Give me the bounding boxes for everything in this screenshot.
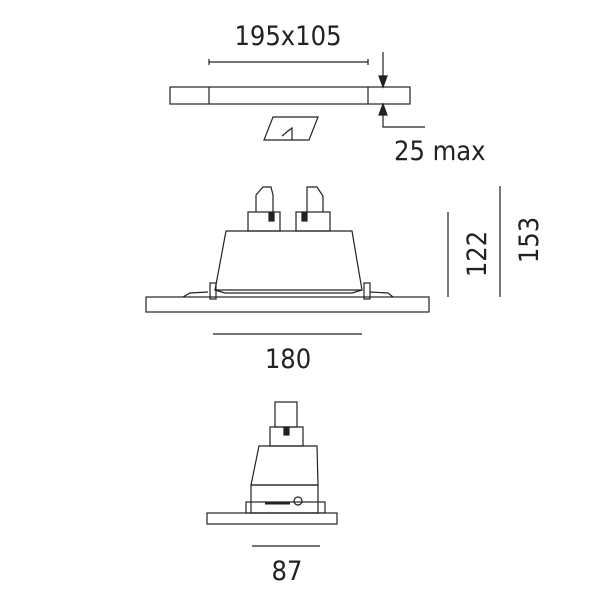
connector-box-left xyxy=(247,211,281,232)
label-153: 153 xyxy=(514,217,545,263)
front-body xyxy=(250,445,319,486)
mounting-symbol-icon xyxy=(263,116,319,141)
connector-box-right xyxy=(295,211,331,232)
side-body xyxy=(214,230,363,291)
label-25-max: 25 max xyxy=(394,136,486,167)
top-view xyxy=(169,52,425,141)
top-plate xyxy=(169,86,411,105)
side-view xyxy=(145,186,501,335)
front-components xyxy=(250,484,319,514)
side-plate xyxy=(145,296,430,313)
front-view xyxy=(206,401,338,547)
label-180: 180 xyxy=(265,344,311,375)
front-connector xyxy=(274,401,298,428)
label-195x105: 195x105 xyxy=(234,21,341,52)
label-122: 122 xyxy=(462,231,493,277)
connector-right xyxy=(306,186,324,212)
front-plate xyxy=(206,512,338,525)
connector-left xyxy=(255,186,274,212)
label-87: 87 xyxy=(272,556,303,587)
